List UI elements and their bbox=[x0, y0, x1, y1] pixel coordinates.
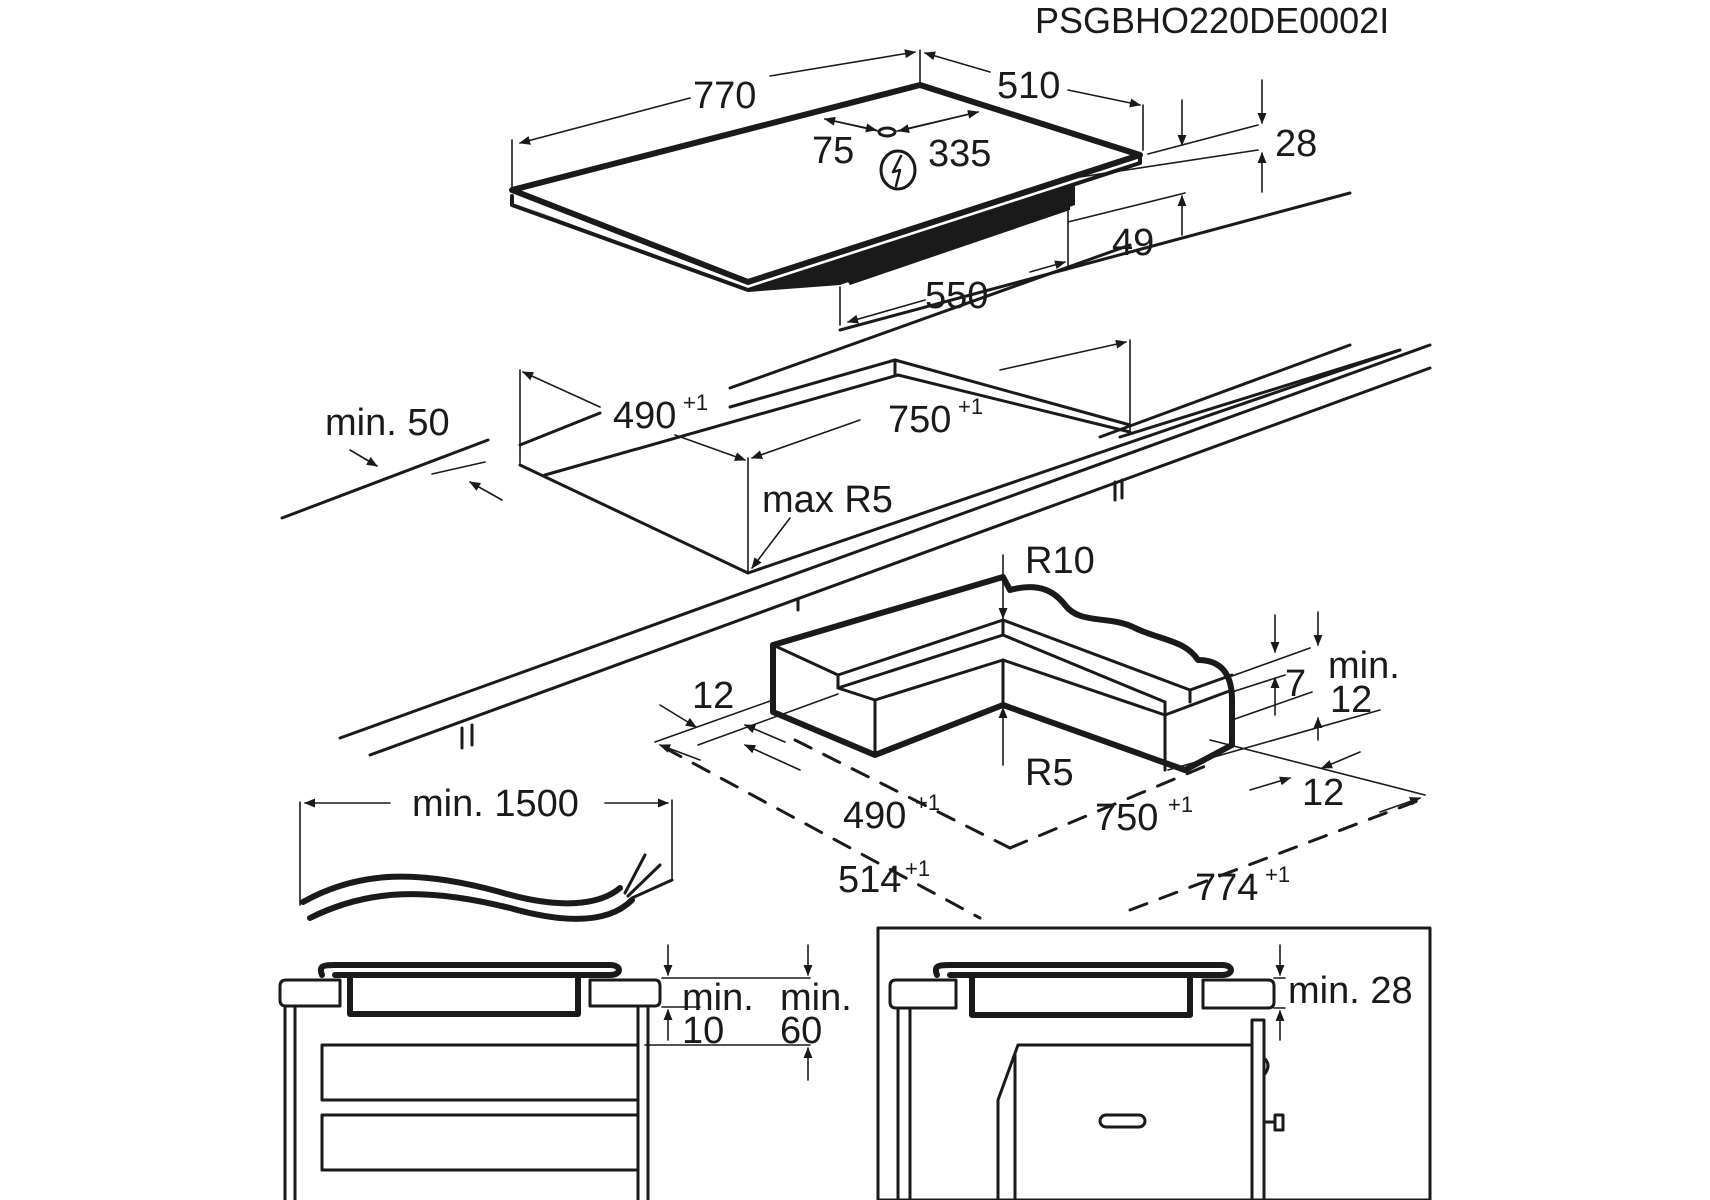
inner-width-tolerance: +1 bbox=[1168, 792, 1193, 817]
step-min-label: min. bbox=[1328, 645, 1400, 687]
cutout-width-tolerance: +1 bbox=[958, 394, 983, 419]
cutout-depth-tolerance: +1 bbox=[683, 390, 708, 415]
outer-depth-label: 514 bbox=[838, 859, 901, 901]
drawer-install-drawing: min. 10 min. 60 bbox=[278, 944, 852, 1200]
hob-depth-label: 510 bbox=[997, 65, 1060, 107]
power-connection-icon bbox=[879, 149, 917, 191]
hob-body-width-label: 550 bbox=[925, 275, 988, 317]
oven-clearance-label: min. 28 bbox=[1288, 970, 1413, 1012]
hob-glass-top bbox=[509, 82, 1143, 285]
hob-body-height-label: 49 bbox=[1112, 222, 1154, 264]
drawer-gap-value: 10 bbox=[682, 1010, 724, 1052]
outer-width-tolerance: +1 bbox=[1265, 862, 1290, 887]
cutout-width-label: 750 bbox=[888, 399, 951, 441]
rebate-left-label: 12 bbox=[692, 675, 734, 717]
cable-offset-right-label: 335 bbox=[928, 133, 991, 175]
drawer-clear-value: 60 bbox=[780, 1010, 822, 1052]
oven-install-drawing: min. 28 bbox=[876, 926, 1432, 1200]
hob-drawing: 770 510 75 335 28 49 550 bbox=[509, 49, 1352, 332]
outer-width-label: 774 bbox=[1195, 867, 1258, 909]
top-radius-label: R10 bbox=[1025, 540, 1095, 582]
inner-depth-label: 490 bbox=[843, 795, 906, 837]
worktop-cutout-drawing: 490 +1 750 +1 min. 50 max R5 bbox=[280, 243, 1432, 757]
outer-depth-tolerance: +1 bbox=[905, 856, 930, 881]
inner-width-label: 750 bbox=[1095, 797, 1158, 839]
edge-distance-label: min. 50 bbox=[325, 402, 450, 444]
flush-mount-detail: R10 R5 7 min. 12 12 12 490 +1 750 +1 bbox=[654, 540, 1426, 920]
hob-thickness-label: 28 bbox=[1275, 123, 1317, 165]
inner-depth-tolerance: +1 bbox=[915, 790, 940, 815]
cable-length-label: min. 1500 bbox=[412, 783, 579, 825]
cable-offset-left-label: 75 bbox=[812, 130, 854, 172]
inner-radius-label: R5 bbox=[1025, 752, 1074, 794]
drawer-clear-label: min. bbox=[780, 977, 852, 1019]
document-code: PSGBHO220DE0002I bbox=[1035, 0, 1389, 41]
cutout-corner-radius-label: max R5 bbox=[762, 479, 893, 521]
cutout-depth-label: 490 bbox=[613, 395, 676, 437]
drawer-gap-label: min. bbox=[682, 977, 754, 1019]
hob-width-label: 770 bbox=[693, 75, 756, 117]
rebate-right-label: 12 bbox=[1302, 772, 1344, 814]
step-depth-label: 7 bbox=[1285, 663, 1306, 705]
cable-drawing: min. 1500 bbox=[299, 783, 674, 922]
